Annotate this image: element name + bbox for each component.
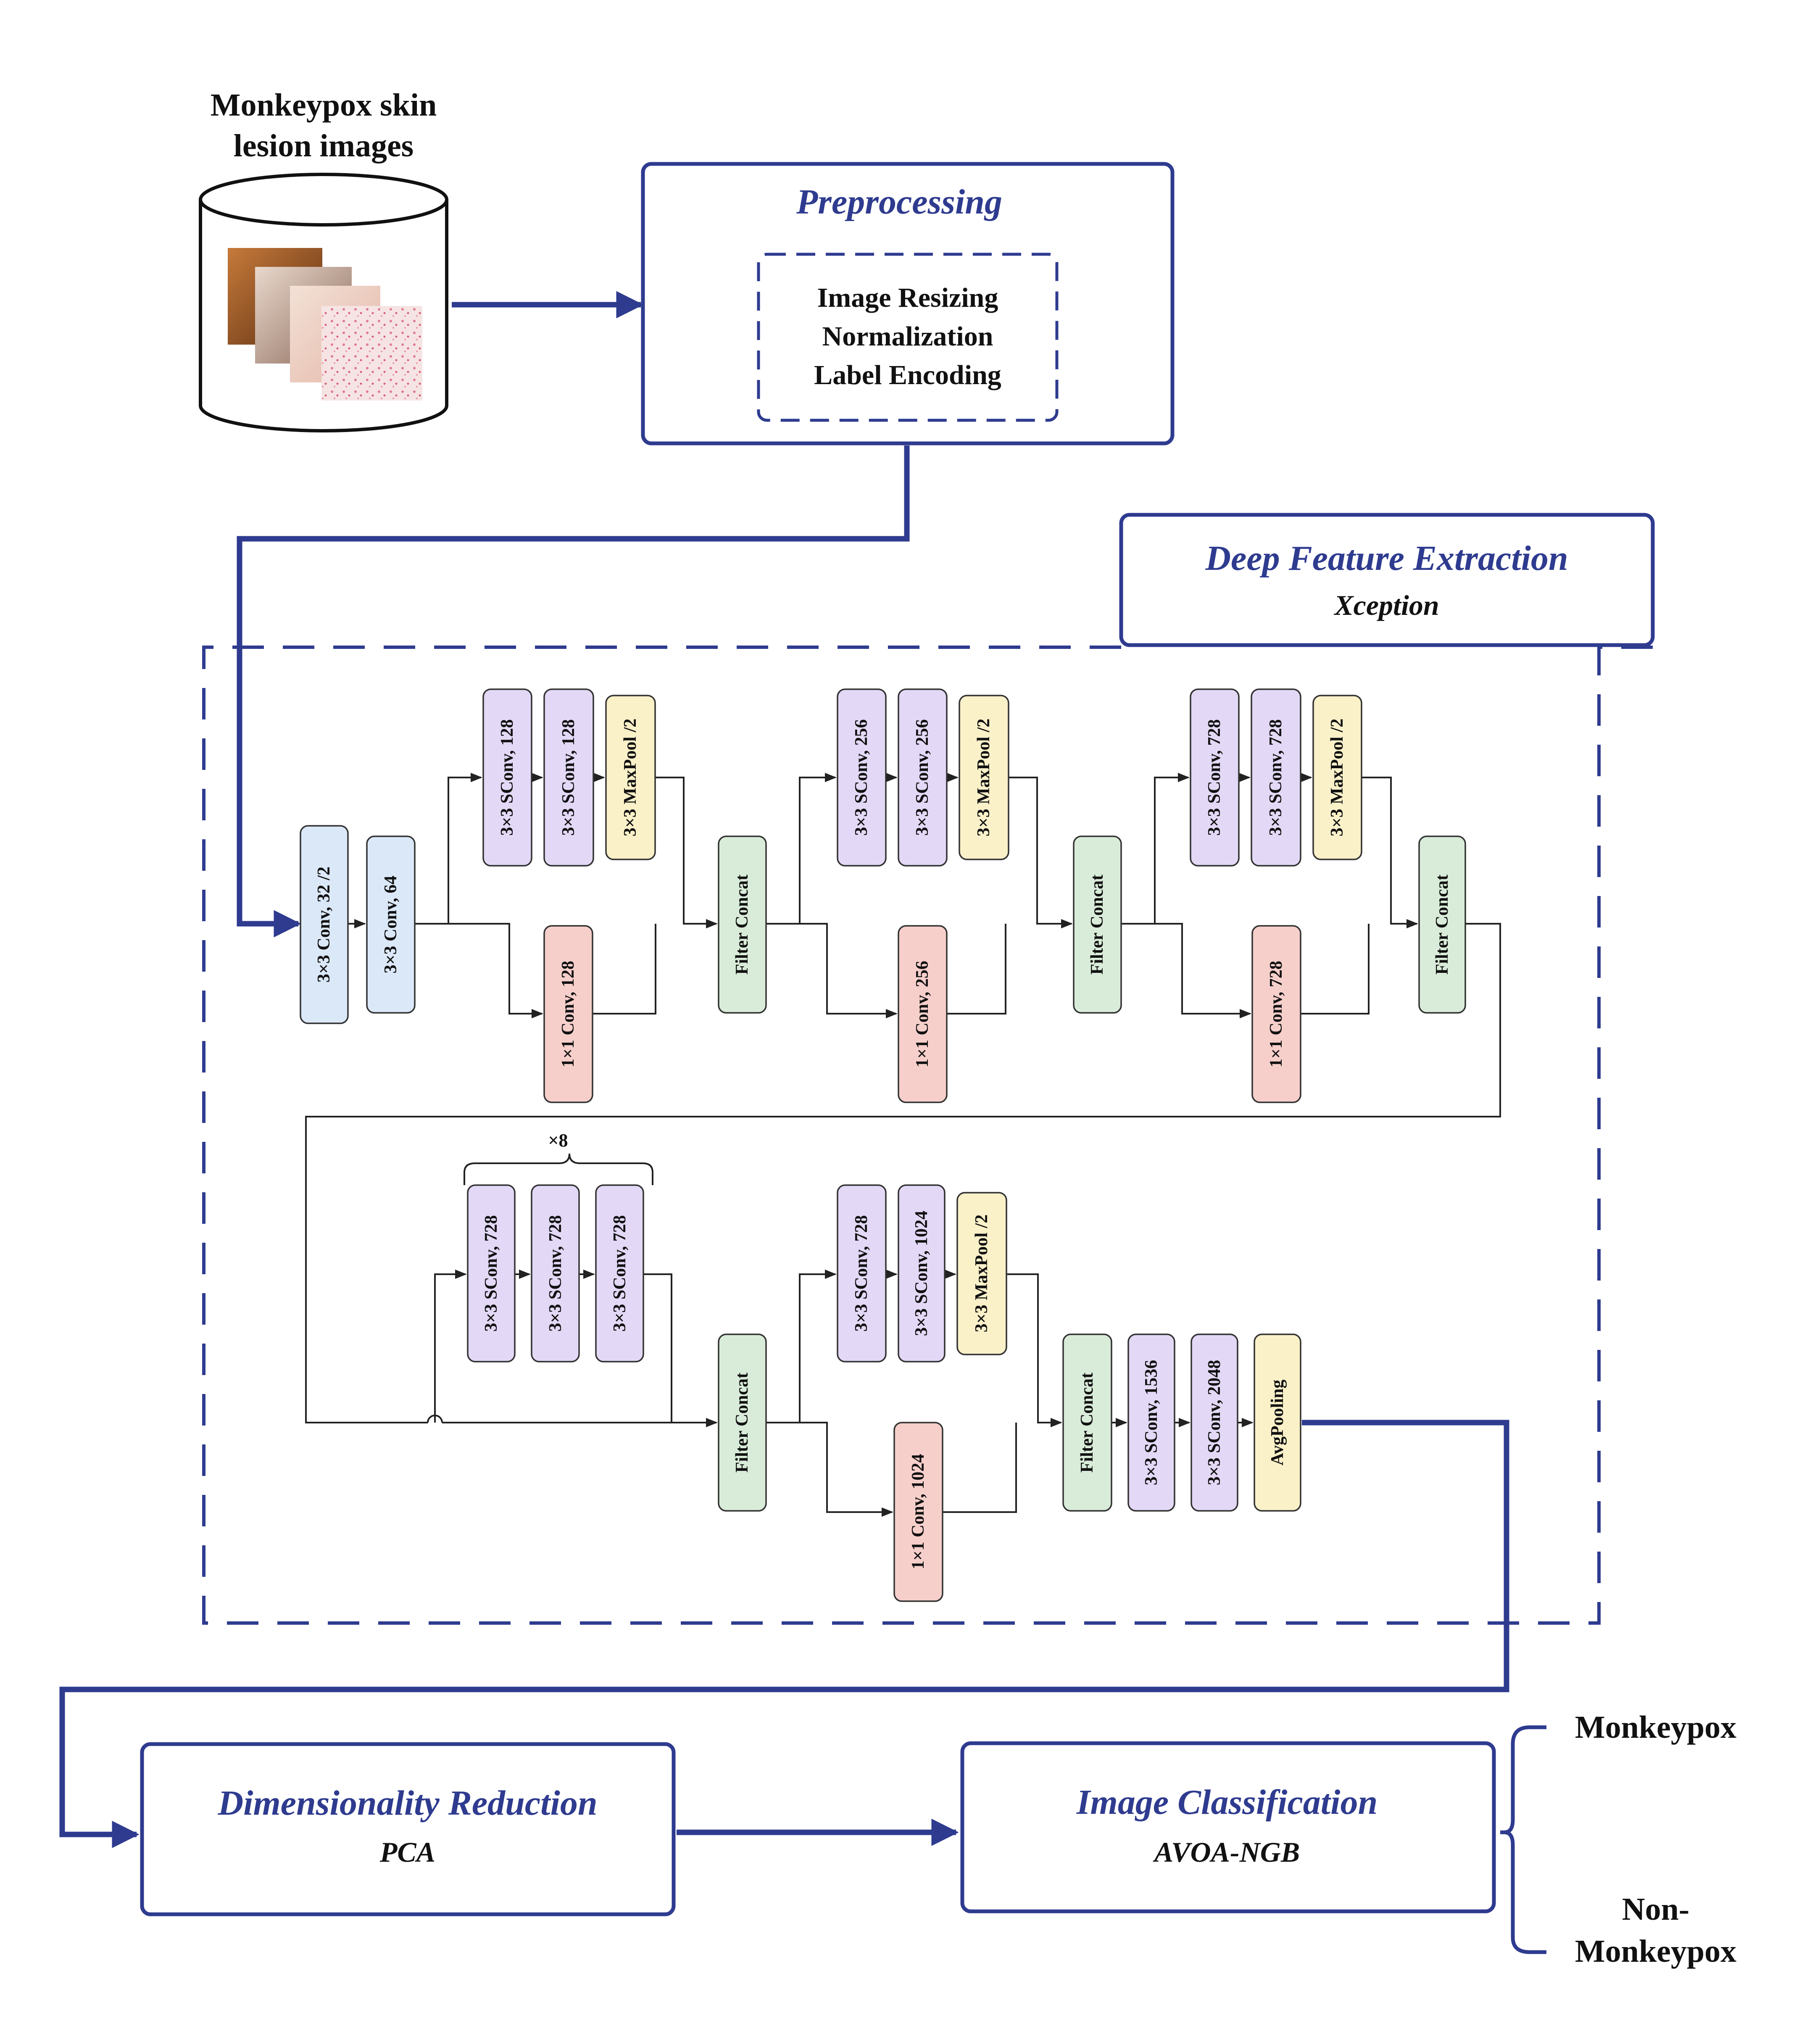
svg-text:3×3 SConv, 256: 3×3 SConv, 256 <box>913 719 932 835</box>
xception-row1-blocks: 3×3 Conv, 32 /2 3×3 Conv, 64 3×3 SConv, … <box>300 688 1466 1103</box>
feature-extraction-label-box: Deep Feature Extraction Xception <box>1119 513 1655 647</box>
svg-text:3×3 SConv, 728: 3×3 SConv, 728 <box>852 1215 871 1331</box>
svg-text:1×1 Conv, 728: 1×1 Conv, 728 <box>1267 961 1286 1067</box>
svg-text:3×3 SConv, 728: 3×3 SConv, 728 <box>482 1215 501 1331</box>
repeat-brace <box>464 1153 653 1185</box>
reduction-title: Dimensionality Reduction <box>217 1784 597 1823</box>
exit-sconv-1024-block: 3×3 SConv, 1024 <box>898 1184 946 1362</box>
sconv-256-b-block: 3×3 SConv, 256 <box>898 688 948 867</box>
svg-text:Filter Concat: Filter Concat <box>1088 875 1107 975</box>
output-class-non-line2: Monkeypox <box>1575 1934 1736 1969</box>
middle-sconv-728-1-block: 3×3 SConv, 728 <box>467 1184 516 1362</box>
maxpool-1-block: 3×3 MaxPool /2 <box>605 695 656 860</box>
sconv-128-a-block: 3×3 SConv, 128 <box>482 688 532 867</box>
filter-concat-1-block: Filter Concat <box>718 835 767 1014</box>
step-normalization: Normalization <box>822 321 993 352</box>
conv-1x1-1024-block: 1×1 Conv, 1024 <box>893 1422 943 1602</box>
svg-text:1×1 Conv, 128: 1×1 Conv, 128 <box>558 961 578 1067</box>
svg-text:3×3 SConv, 2048: 3×3 SConv, 2048 <box>1205 1360 1224 1485</box>
preprocessing-title: Preprocessing <box>796 182 1002 221</box>
xception-row2-connectors <box>464 1153 1254 1517</box>
svg-text:3×3 SConv, 256: 3×3 SConv, 256 <box>852 719 871 835</box>
conv-3x3-64-block: 3×3 Conv, 64 <box>366 835 416 1014</box>
output-class-non-line1: Non- <box>1622 1892 1689 1927</box>
repeat-label: ×8 <box>548 1130 568 1151</box>
image-classification-box: Image Classification AVOA-NGB <box>960 1741 1496 1913</box>
xception-container <box>202 646 1653 1625</box>
svg-text:3×3 SConv, 128: 3×3 SConv, 128 <box>559 719 578 835</box>
filter-concat-3-block: Filter Concat <box>1418 835 1466 1014</box>
filter-concat-2-block: Filter Concat <box>1073 835 1122 1014</box>
arrow-xception-to-reduction <box>59 1420 1509 1848</box>
arrow-preprocessing-to-xception <box>237 445 910 938</box>
svg-text:Filter Concat: Filter Concat <box>732 875 752 975</box>
output-class-monkeypox: Monkeypox <box>1575 1710 1736 1745</box>
classification-title: Image Classification <box>1076 1783 1378 1822</box>
filter-concat-4-block: Filter Concat <box>718 1333 767 1512</box>
output-bracket <box>1500 1725 1546 1954</box>
svg-text:1×1 Conv, 1024: 1×1 Conv, 1024 <box>909 1454 928 1570</box>
svg-text:AvgPooling: AvgPooling <box>1268 1380 1287 1466</box>
svg-text:3×3 SConv, 1024: 3×3 SConv, 1024 <box>912 1211 931 1336</box>
svg-text:Filter Concat: Filter Concat <box>1433 875 1452 975</box>
feature-extraction-title: Deep Feature Extraction <box>1205 539 1568 578</box>
step-image-resizing: Image Resizing <box>817 282 998 313</box>
middle-sconv-728-3-block: 3×3 SConv, 728 <box>595 1184 644 1362</box>
lesion-image-4 <box>321 306 422 401</box>
svg-text:1×1 Conv, 256: 1×1 Conv, 256 <box>913 961 932 1067</box>
dataset-section: Monkeypox skin lesion images <box>199 87 448 432</box>
svg-text:Filter Concat: Filter Concat <box>1077 1373 1097 1473</box>
dimensionality-reduction-box: Dimensionality Reduction PCA <box>140 1742 676 1916</box>
dataset-title-line1: Monkeypox skin <box>211 87 437 123</box>
xception-row1-connectors <box>305 772 1501 1428</box>
svg-text:3×3 SConv, 1536: 3×3 SConv, 1536 <box>1142 1360 1161 1485</box>
svg-text:3×3 MaxPool /2: 3×3 MaxPool /2 <box>1327 719 1347 837</box>
reduction-subtitle: PCA <box>379 1836 435 1868</box>
svg-text:3×3 MaxPool /2: 3×3 MaxPool /2 <box>974 719 993 837</box>
preprocessing-box: Preprocessing Image Resizing Normalizati… <box>641 162 1175 445</box>
filter-concat-5-block: Filter Concat <box>1062 1333 1112 1512</box>
sconv-256-a-block: 3×3 SConv, 256 <box>837 688 887 867</box>
svg-text:3×3 SConv, 728: 3×3 SConv, 728 <box>546 1215 565 1331</box>
conv-1x1-128-block: 1×1 Conv, 128 <box>543 925 593 1103</box>
preprocessing-steps-box <box>757 253 1059 422</box>
sconv-128-b-block: 3×3 SConv, 128 <box>543 688 594 867</box>
classification-subtitle: AVOA-NGB <box>1153 1836 1300 1868</box>
step-label-encoding: Label Encoding <box>814 360 1001 390</box>
sconv-728-a-block: 3×3 SConv, 728 <box>1190 688 1240 867</box>
svg-text:3×3 SConv, 728: 3×3 SConv, 728 <box>1266 719 1285 835</box>
conv-1x1-256-block: 1×1 Conv, 256 <box>898 925 948 1103</box>
sconv-1536-block: 3×3 SConv, 1536 <box>1127 1333 1175 1512</box>
lesion-thumbnails <box>228 248 422 401</box>
svg-text:3×3 Conv, 32 /2: 3×3 Conv, 32 /2 <box>314 867 334 983</box>
maxpool-4-block: 3×3 MaxPool /2 <box>956 1192 1007 1355</box>
svg-text:3×3 Conv, 64: 3×3 Conv, 64 <box>381 876 400 974</box>
feature-extraction-subtitle: Xception <box>1333 589 1439 621</box>
svg-text:3×3 MaxPool /2: 3×3 MaxPool /2 <box>621 719 640 837</box>
svg-text:3×3 MaxPool /2: 3×3 MaxPool /2 <box>972 1215 991 1333</box>
dataset-title-line2: lesion images <box>234 128 414 163</box>
exit-sconv-728-block: 3×3 SConv, 728 <box>837 1184 887 1362</box>
sconv-2048-block: 3×3 SConv, 2048 <box>1191 1333 1238 1512</box>
svg-text:Filter Concat: Filter Concat <box>732 1373 752 1473</box>
conv-1x1-728-block: 1×1 Conv, 728 <box>1251 925 1301 1103</box>
svg-text:3×3 SConv, 728: 3×3 SConv, 728 <box>1205 719 1224 835</box>
svg-text:3×3 SConv, 728: 3×3 SConv, 728 <box>610 1215 629 1331</box>
sconv-728-b-block: 3×3 SConv, 728 <box>1251 688 1301 867</box>
maxpool-2-block: 3×3 MaxPool /2 <box>959 695 1009 860</box>
maxpool-3-block: 3×3 MaxPool /2 <box>1312 695 1362 860</box>
conv-3x3-32-block: 3×3 Conv, 32 /2 <box>300 825 349 1024</box>
avgpooling-block: AvgPooling <box>1254 1333 1301 1512</box>
xception-row2-blocks: 3×3 SConv, 728 3×3 SConv, 728 3×3 SConv,… <box>467 1184 1301 1602</box>
svg-text:3×3 SConv, 128: 3×3 SConv, 128 <box>498 719 517 835</box>
middle-sconv-728-2-block: 3×3 SConv, 728 <box>531 1184 580 1362</box>
database-cylinder-icon <box>199 173 448 432</box>
